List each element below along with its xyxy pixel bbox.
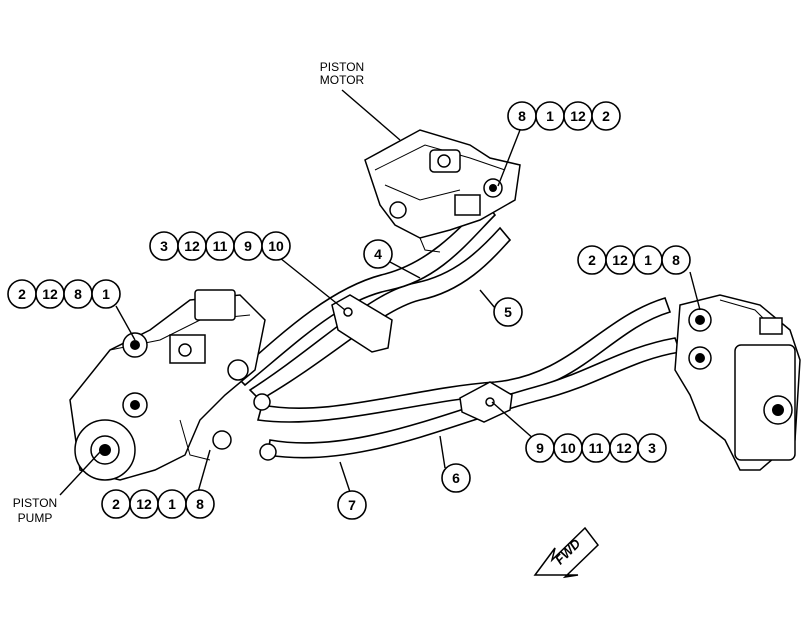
callout-number: 1 (168, 496, 176, 512)
callout-number: 12 (136, 496, 152, 512)
callout-number: 1 (102, 286, 110, 302)
fwd-arrow-icon: FWD (533, 526, 600, 579)
piston-motor (364, 129, 521, 253)
callout-4: 4 (363, 239, 393, 269)
hose-4 (233, 200, 497, 387)
callout-number: 2 (18, 286, 26, 302)
callout-number: 9 (536, 440, 544, 456)
leader-lines (59, 89, 701, 496)
piston-motor-label-line2: MOTOR (320, 73, 365, 87)
callout-number: 8 (74, 286, 82, 302)
callout-5: 5 (493, 297, 523, 327)
callout-number: 5 (504, 304, 512, 320)
callout-number: 12 (616, 440, 632, 456)
callout-number: 8 (672, 252, 680, 268)
piston-pump-label-line1: PISTON (13, 496, 57, 510)
clamp-left (331, 294, 393, 353)
callout-number: 8 (196, 496, 204, 512)
clamp-right (459, 381, 513, 423)
callout-group-right-motor: 2 12 1 8 (577, 245, 691, 275)
callout-number: 3 (648, 440, 656, 456)
callout-number: 11 (213, 238, 228, 254)
callout-number: 2 (602, 108, 610, 124)
callout-number: 7 (348, 497, 356, 513)
callout-number: 2 (588, 252, 596, 268)
callout-number: 10 (268, 238, 284, 254)
callout-number: 8 (518, 108, 526, 124)
callout-number: 12 (42, 286, 58, 302)
callout-group-motor-top: 8 1 12 2 (507, 101, 621, 131)
callout-6: 6 (441, 463, 471, 493)
callout-number: 10 (560, 440, 576, 456)
callout-number: 1 (644, 252, 652, 268)
callout-group-pump-upper: 2 12 8 1 (7, 279, 121, 309)
callout-number: 2 (112, 496, 120, 512)
hose-7 (267, 337, 682, 459)
piston-pump-label-line2: PUMP (18, 511, 53, 525)
callout-number: 11 (589, 440, 604, 456)
callout-number: 1 (546, 108, 554, 124)
callout-number: 12 (612, 252, 628, 268)
callout-group-clamp-left: 3 12 11 9 10 (149, 231, 291, 261)
piston-motor-label-line1: PISTON (320, 60, 364, 74)
callout-number: 12 (184, 238, 200, 254)
piston-pump (69, 289, 277, 481)
callout-group-pump-lower: 2 12 1 8 (101, 489, 215, 519)
right-motor (674, 294, 801, 471)
callout-number: 4 (374, 246, 382, 262)
callout-number: 6 (452, 470, 460, 486)
callout-number: 9 (244, 238, 252, 254)
callout-group-clamp-right: 9 10 11 12 3 (525, 433, 667, 463)
callout-7: 7 (337, 490, 367, 520)
callout-number: 12 (570, 108, 586, 124)
callout-number: 3 (160, 238, 168, 254)
